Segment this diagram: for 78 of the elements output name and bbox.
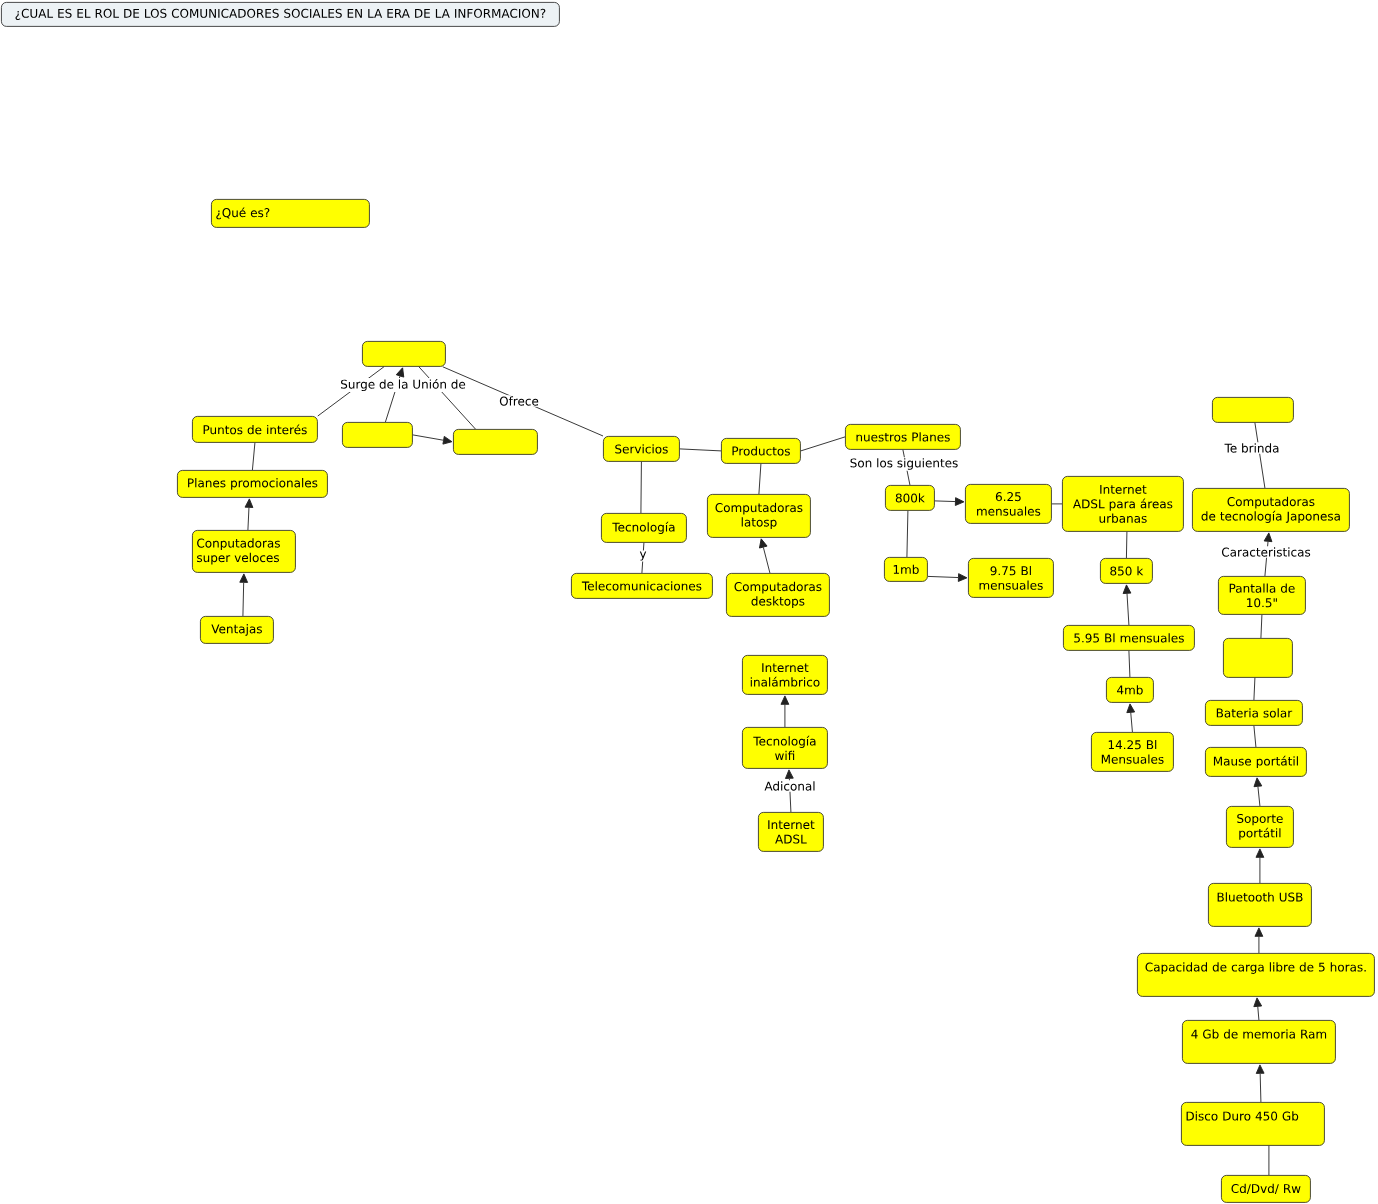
concept-box: Computadoras latosp — [707, 494, 811, 538]
concept-box — [362, 341, 446, 367]
connector-line — [1268, 1145, 1270, 1176]
arrow — [1126, 703, 1136, 733]
concept-box: 14.25 Bl Mensuales — [1091, 732, 1174, 772]
connector-line — [1253, 725, 1257, 748]
concept-box: Planes promocionales — [177, 470, 328, 498]
linking-phrase: Caracteristicas — [1220, 546, 1312, 558]
linking-phrase: Adiconal — [763, 780, 817, 792]
connector-line — [906, 510, 909, 558]
concept-box: nuestros Planes — [845, 424, 961, 450]
concept-box: Computadoras de tecnología Japonesa — [1192, 488, 1350, 532]
linking-phrase: Te brinda — [1223, 442, 1281, 454]
connector-line — [1125, 531, 1128, 559]
concept-box: Telecomunicaciones — [571, 573, 713, 599]
linking-phrase: Ofrece — [498, 395, 540, 407]
arrow — [1253, 997, 1263, 1021]
concept-box: 4mb — [1106, 677, 1154, 703]
concept-box: Tecnología wifi — [742, 727, 828, 769]
connector-line — [1128, 650, 1131, 678]
concept-box — [1212, 397, 1294, 423]
arrow — [934, 497, 965, 506]
concept-box: Ventajas — [200, 616, 274, 644]
arrow — [1254, 927, 1264, 954]
concept-box: Pantalla de 10.5" — [1218, 576, 1306, 615]
connector-line — [1253, 677, 1256, 701]
arrow — [244, 498, 254, 531]
concept-box — [342, 422, 413, 448]
arrow — [1255, 1064, 1265, 1103]
arrow — [927, 573, 968, 582]
concept-box: Bluetooth USB — [1208, 883, 1312, 927]
arrow — [1263, 532, 1273, 577]
connector-line — [640, 461, 642, 514]
concept-box: 800k — [885, 485, 935, 511]
concept-box: Internet inalámbrico — [742, 655, 828, 695]
concept-box: Capacidad de carga libre de 5 horas. — [1137, 953, 1375, 997]
concept-box — [1223, 638, 1293, 678]
linking-phrase: Surge de la Unión de — [339, 377, 467, 393]
arrow — [412, 434, 453, 445]
concept-box: Soporte portátil — [1226, 806, 1294, 848]
concept-box: 5.95 Bl mensuales — [1063, 625, 1195, 651]
connector-line — [1051, 503, 1063, 505]
arrow — [785, 769, 794, 813]
concept-box: Tecnología — [601, 513, 687, 543]
arrow — [759, 538, 771, 574]
connector-line — [800, 436, 846, 452]
connector-line — [1254, 422, 1266, 489]
concept-box: Mause portátil — [1205, 747, 1307, 777]
arrow — [1253, 777, 1263, 807]
connector-line — [1260, 614, 1263, 639]
concept-box: Cd/Dvd/ Rw — [1221, 1175, 1311, 1203]
concept-box: Internet ADSL para áreas urbanas — [1062, 476, 1184, 532]
arrow — [239, 573, 249, 617]
arrow — [780, 695, 790, 728]
concept-box: 850 k — [1100, 558, 1153, 584]
concept-box: Bateria solar — [1205, 700, 1303, 726]
title-box: ¿CUAL ES EL ROL DE LOS COMUNICADORES SOCIALES EN LA ERA DE LA INFORMACION? — [1, 2, 560, 27]
arrow — [384, 367, 405, 423]
concept-box: Internet ADSL — [758, 812, 824, 852]
linking-phrase: y — [638, 550, 648, 562]
arrow — [1122, 584, 1132, 626]
concept-box — [453, 429, 538, 455]
concept-box: ¿Qué es? — [211, 199, 370, 228]
concept-box: Conputadoras super veloces — [192, 530, 296, 573]
arrow — [1255, 848, 1265, 884]
connector-line — [251, 442, 256, 471]
connector-line — [758, 463, 762, 495]
concept-box: 6.25 mensuales — [965, 484, 1052, 524]
concept-box: Servicios — [603, 436, 680, 462]
concept-box: 9.75 Bl mensuales — [968, 558, 1054, 598]
concept-box: Productos — [721, 438, 801, 464]
concept-box: 4 Gb de memoria Ram — [1182, 1020, 1336, 1064]
connector-line — [679, 448, 722, 452]
concept-box: Computadoras desktops — [726, 573, 830, 617]
concept-box: 1mb — [884, 557, 928, 582]
concept-box: Puntos de interés — [192, 416, 318, 443]
linking-phrase: Son los siguientes — [848, 457, 960, 471]
concept-box: Disco Duro 450 Gb — [1181, 1102, 1325, 1146]
